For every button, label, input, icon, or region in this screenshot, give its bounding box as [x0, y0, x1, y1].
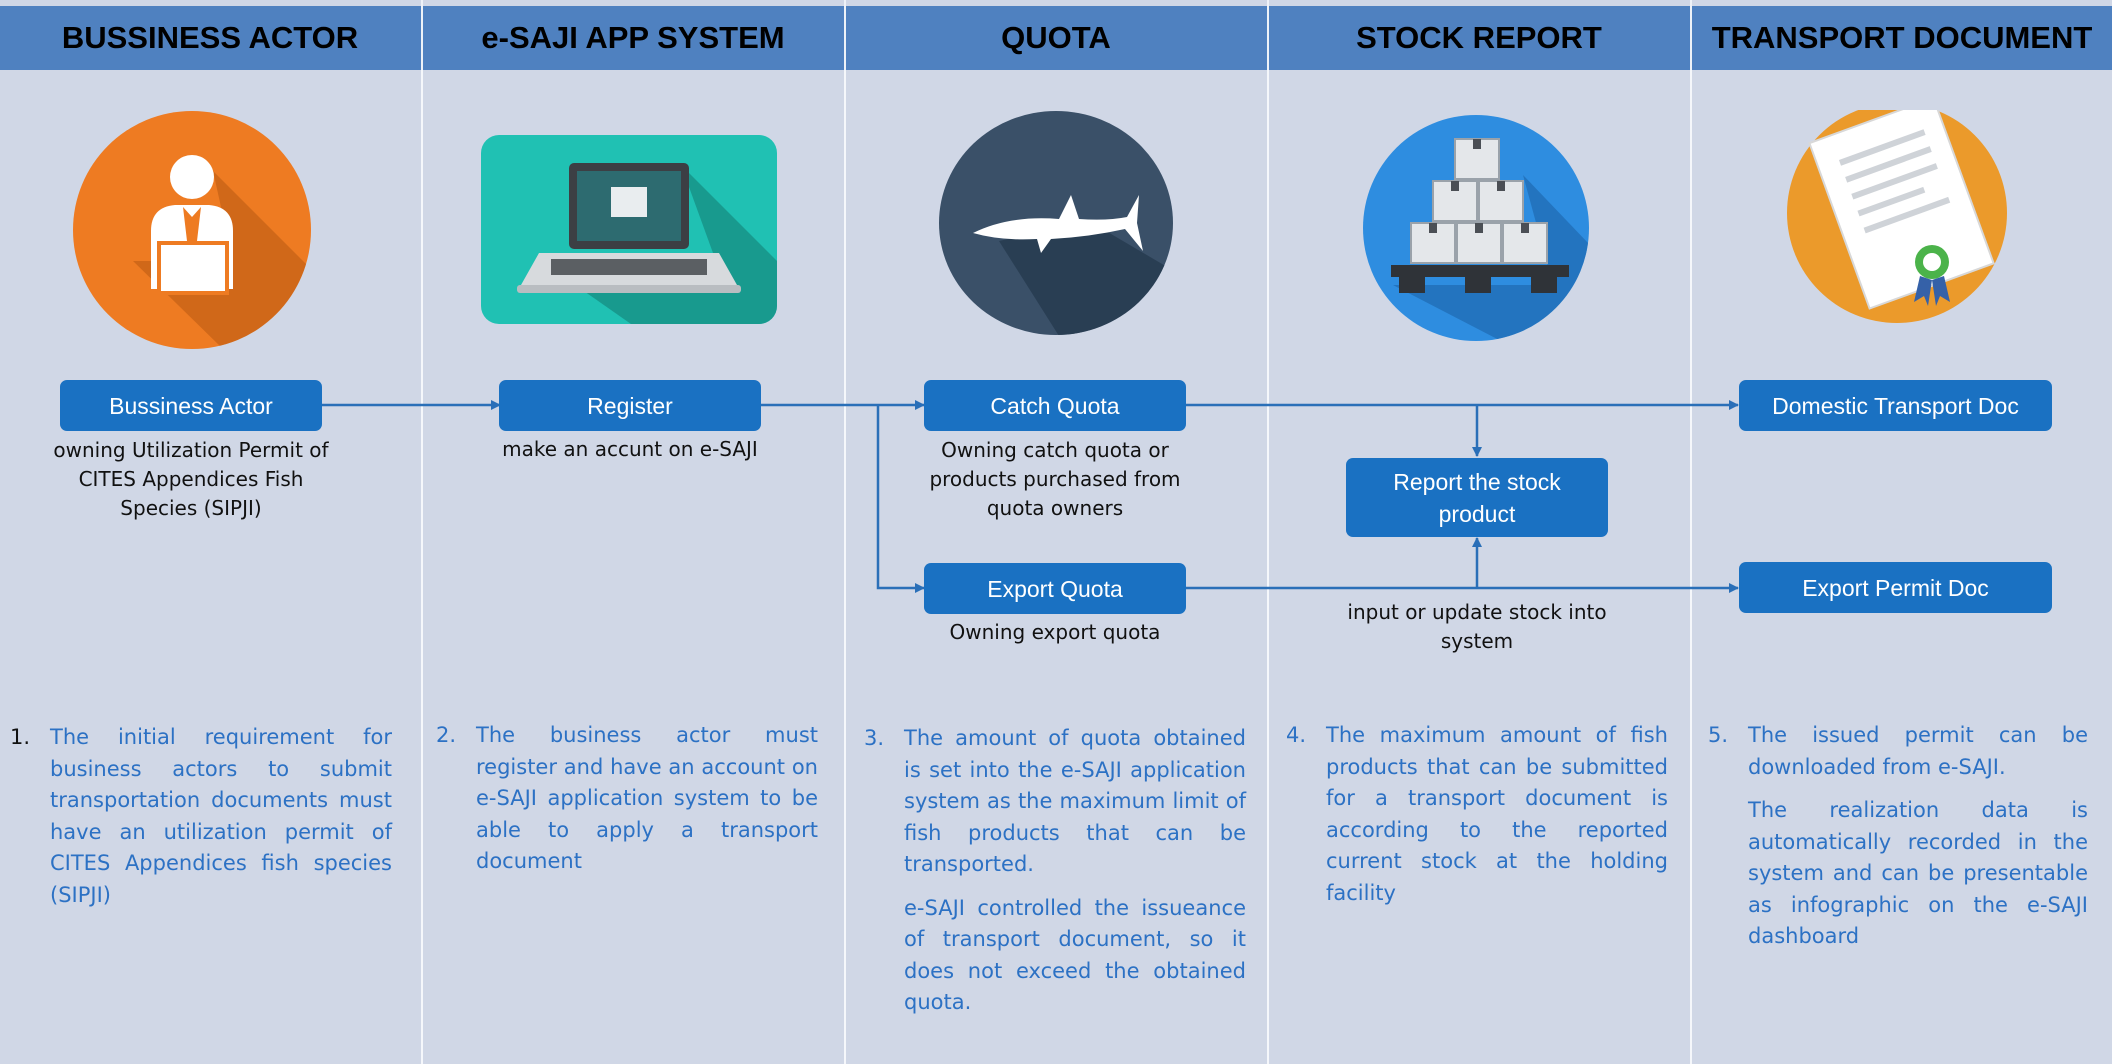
- header-divider: [1267, 0, 1269, 70]
- column-title-esaji-app-system: e-SAJI APP SYSTEM: [481, 20, 785, 55]
- caption-register: make an accunt on e-SAJI: [502, 437, 758, 461]
- step-number: 2.: [436, 723, 457, 747]
- header-divider: [844, 0, 846, 70]
- node-catch-quota: Catch Quota: [924, 380, 1186, 431]
- step-number: 1.: [10, 725, 31, 749]
- shark-icon: [939, 111, 1174, 336]
- description-text: e-SAJI controlled the issueance of trans…: [904, 895, 1246, 1015]
- step-number: 4.: [1286, 723, 1307, 747]
- header-divider: [421, 0, 423, 70]
- description-text: The realization data is automatically re…: [1748, 798, 2088, 948]
- description-step-3: 3. The amount of quota obtained is set i…: [864, 723, 1246, 1019]
- description-step-2: 2. The business actor must register and …: [436, 720, 818, 878]
- column-title-stock-report: STOCK REPORT: [1356, 20, 1602, 55]
- caption-catch-quota: Owning catch quota or products purchased…: [929, 438, 1181, 520]
- description-text: The issued permit can be downloaded from…: [1748, 723, 2088, 779]
- column-divider: [1690, 0, 1692, 1064]
- column-divider: [421, 0, 423, 1064]
- description-text: The initial requirement for business act…: [50, 725, 392, 907]
- description-step-5: 5. The issued permit can be downloaded f…: [1708, 720, 2088, 953]
- column-divider: [1267, 0, 1269, 1064]
- description-text: The maximum amount of fish products that…: [1326, 723, 1668, 905]
- header-divider: [1690, 0, 1692, 70]
- laptop-icon: [481, 135, 777, 324]
- description-text: The business actor must register and hav…: [476, 723, 818, 873]
- column-divider: [844, 0, 846, 1064]
- node-register: Register: [499, 380, 761, 431]
- node-domestic-transport-doc: Domestic Transport Doc: [1739, 380, 2052, 431]
- column-title-quota: QUOTA: [1001, 20, 1111, 55]
- boxes-stack-icon: [1363, 115, 1590, 342]
- caption-stock: input or update stock into system: [1347, 600, 1607, 653]
- step-number: 3.: [864, 726, 885, 750]
- node-business-actor: Bussiness Actor: [60, 380, 322, 431]
- column-title-transport-document: TRANSPORT DOCUMENT: [1711, 20, 2093, 55]
- description-step-1: 1. The initial requirement for business …: [10, 722, 392, 911]
- description-text: The amount of quota obtained is set into…: [904, 726, 1246, 876]
- arrow-register-to-export: [876, 405, 925, 593]
- description-step-4: 4. The maximum amount of fish products t…: [1286, 720, 1668, 909]
- caption-business-actor: owning Utilization Permit of CITES Appen…: [53, 438, 329, 520]
- node-export-quota: Export Quota: [924, 563, 1186, 614]
- column-title-business-actor: BUSSINESS ACTOR: [61, 20, 359, 55]
- header-bar: [0, 6, 2112, 70]
- step-number: 5.: [1708, 723, 1729, 747]
- business-person-icon: [73, 111, 311, 349]
- node-report-stock: Report the stock product: [1346, 458, 1608, 537]
- node-export-permit-doc: Export Permit Doc: [1739, 562, 2052, 613]
- caption-export-quota: Owning export quota: [949, 620, 1161, 644]
- certificate-document-icon: [1784, 96, 2010, 336]
